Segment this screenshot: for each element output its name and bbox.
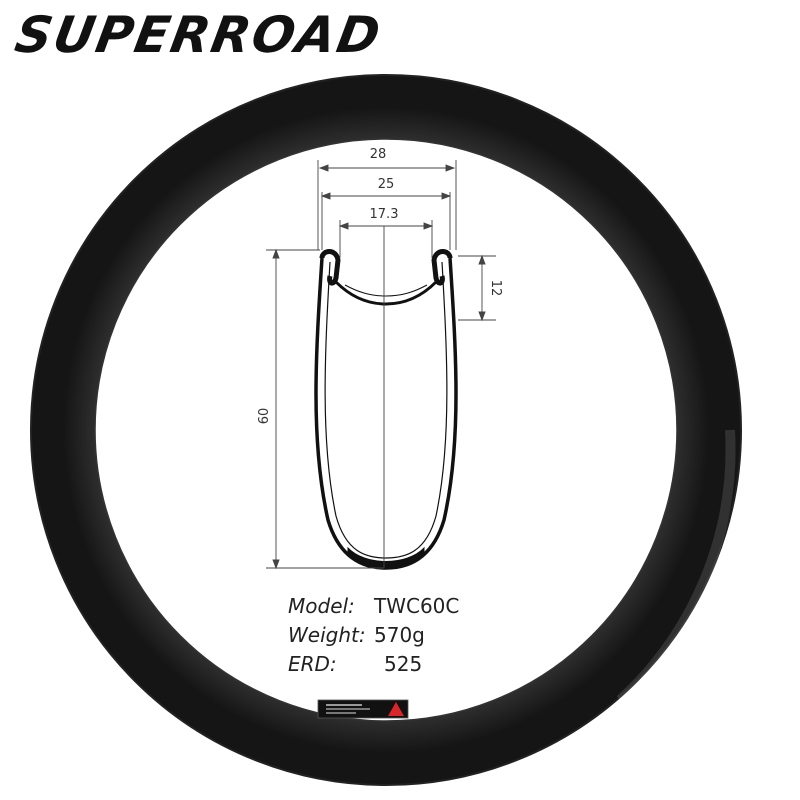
spec-weight-value: 570g — [374, 623, 425, 647]
warning-icon — [388, 702, 404, 716]
dimension-lines — [266, 160, 496, 570]
carbon-rim — [31, 75, 741, 785]
spec-weight-label: Weight: — [288, 623, 366, 647]
dim-outer-width: 28 — [370, 147, 387, 162]
dim-inner-width-bead: 17.3 — [370, 207, 399, 222]
spec-model-value: TWC60C — [374, 594, 460, 618]
spec-model-label: Model: — [288, 594, 355, 618]
rim-cross-section — [314, 249, 458, 570]
rim-outer-edge — [30, 74, 742, 786]
dim-inner-width-hook: 25 — [378, 177, 395, 192]
spec-erd: ERD: 525 — [288, 652, 422, 676]
spec-erd-value: 525 — [384, 652, 423, 676]
dim-rim-depth: 60 — [257, 408, 272, 425]
spec-model: Model: TWC60C — [288, 594, 459, 618]
rim-decal — [317, 699, 409, 719]
spec-erd-label: ERD: — [288, 652, 337, 676]
rim-inner-edge — [94, 138, 678, 722]
spec-weight: Weight: 570g — [288, 623, 425, 647]
dim-hook-height: 12 — [488, 280, 503, 297]
rim-reflection — [616, 429, 736, 704]
